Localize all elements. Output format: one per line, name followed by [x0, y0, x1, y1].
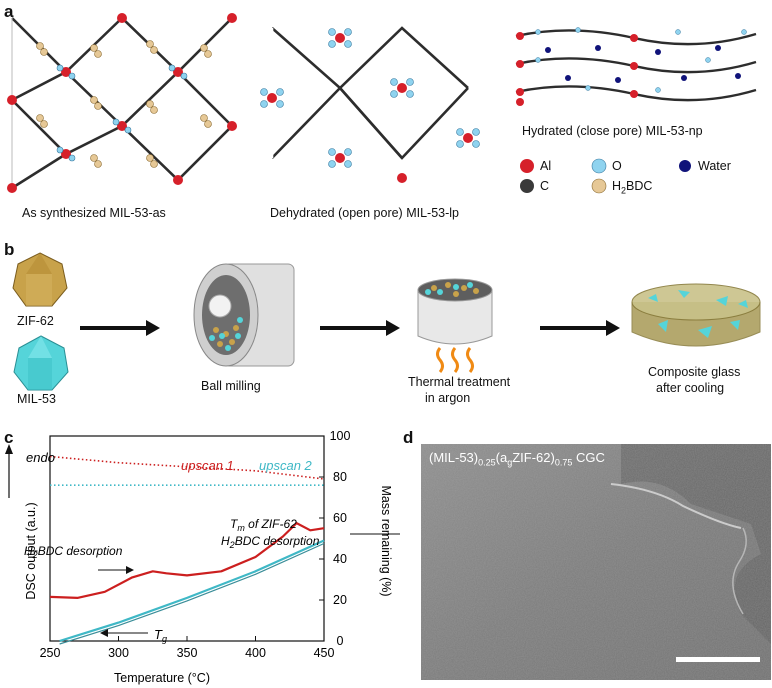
legend-o-swatch: [591, 158, 607, 174]
series-line-2: [49, 522, 325, 599]
y-right-tick-label: 100: [330, 430, 351, 443]
step-ball-milling: Ball milling: [201, 379, 261, 393]
y-axis-right-label: Mass remaining (%): [379, 485, 393, 596]
legend-water-label: Water: [698, 159, 731, 173]
caption-mil53-lp: Dehydrated (open pore) MIL-53-lp: [270, 206, 459, 220]
ball-mill-jar-icon: [193, 263, 295, 367]
legend-al-swatch: [520, 159, 534, 173]
panel-label-a: a: [4, 2, 14, 21]
input-zif62: ZIF-62: [17, 314, 54, 328]
mil53-np-structure: [515, 27, 757, 106]
tg-annotation: Tg: [154, 627, 167, 644]
sem-micrograph: (MIL-53)0.25(agZIF-62)0.75 CGC: [421, 444, 771, 680]
h2bdc-lower-annotation: H2BDC desorption: [24, 544, 123, 560]
x-tick-label: 350: [177, 646, 198, 660]
mil53-lp-structure: [260, 26, 480, 183]
tg-arrowhead: [100, 629, 108, 637]
y-right-tick-label: 40: [333, 552, 347, 566]
composite-glass-disc-icon: [631, 283, 761, 347]
x-tick-label: 400: [245, 646, 266, 660]
mil53-as-structure: [7, 13, 237, 193]
crucible-heat-icon: [417, 278, 493, 373]
x-tick-label: 250: [40, 646, 61, 660]
scale-bar: [676, 657, 760, 662]
legend-c-label: C: [540, 179, 550, 193]
h2bdc-upper-annotation: H2BDC desorption: [221, 534, 320, 550]
x-axis-label: Temperature (°C): [114, 671, 210, 685]
x-tick-label: 300: [108, 646, 129, 660]
legend-c-swatch: [520, 179, 534, 193]
input-mil53: MIL-53: [17, 392, 56, 406]
panel-label-b: b: [4, 240, 15, 259]
arrow-3: [540, 320, 620, 336]
zif62-crystal-icon: [12, 252, 68, 307]
step-in-argon: in argon: [425, 391, 471, 405]
endo-arrowhead: [5, 444, 13, 454]
step-thermal-treatment: Thermal treatment: [408, 375, 511, 389]
caption-mil53-np: Hydrated (close pore) MIL-53-np: [522, 124, 703, 138]
series-line-shadow: [59, 542, 325, 645]
upscan1-label: upscan 1: [181, 458, 234, 473]
legend-o-label: O: [612, 159, 622, 173]
panel-label-d: d: [403, 428, 414, 447]
legend-h2bdc-swatch: [591, 178, 607, 194]
panel-label-c: c: [4, 428, 14, 447]
legend-water-swatch: [679, 160, 691, 172]
series-line-0: [49, 455, 325, 480]
x-tick-label: 450: [314, 646, 335, 660]
legend-h2bdc-label: H2BDC: [612, 179, 653, 196]
y-right-tick-label: 80: [333, 470, 347, 484]
y-right-tick-label: 0: [337, 634, 344, 648]
tm-annotation: Tm of ZIF-62: [230, 517, 297, 533]
upscan2-label: upscan 2: [259, 458, 313, 473]
endo-label: endo: [26, 450, 55, 465]
arrow-1: [80, 320, 160, 336]
y-right-tick-label: 20: [333, 593, 347, 607]
series-line-3: [59, 539, 325, 643]
legend-al-label: Al: [540, 159, 552, 173]
h2bdc-arrowhead: [126, 566, 134, 574]
step-composite-glass: Composite glass: [648, 365, 741, 379]
mil53-crystal-icon: [13, 335, 69, 391]
y-right-tick-label: 60: [333, 511, 347, 525]
arrow-2: [320, 320, 400, 336]
y-axis-left-label: DSC output (a.u.): [24, 502, 38, 599]
sem-title: (MIL-53)0.25(agZIF-62)0.75 CGC: [429, 450, 605, 468]
step-after-cooling: after cooling: [656, 381, 725, 395]
caption-mil53-as: As synthesized MIL-53-as: [22, 206, 166, 220]
